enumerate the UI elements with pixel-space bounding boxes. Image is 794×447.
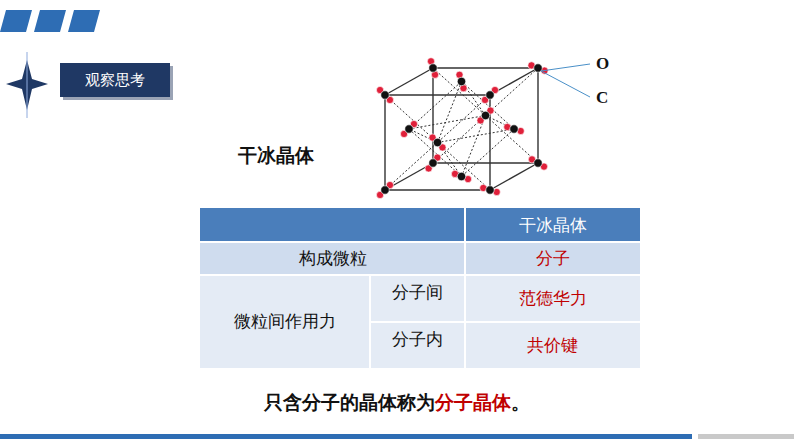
atom-label: C — [596, 88, 608, 108]
conclusion-line: 只含分子的晶体称为分子晶体。 — [0, 390, 794, 416]
dry-ice-crystal — [376, 58, 548, 199]
table-header: 干冰晶体 — [465, 208, 640, 242]
sentence-text: 只含分子的晶体称为 — [264, 391, 435, 413]
leader-lines — [541, 64, 590, 97]
crystal-name: 干冰晶体 — [238, 143, 314, 169]
table-cell: 范德华力 — [465, 275, 640, 322]
atom-label: O — [596, 54, 609, 74]
table-cell: 构成微粒 — [200, 242, 465, 275]
table-cell: 分子内 — [370, 322, 465, 356]
table-cell: 微粒间作用力 — [200, 275, 370, 368]
table-grid — [200, 208, 640, 368]
bottom-bar — [0, 434, 794, 439]
header-bars — [0, 10, 100, 32]
table-cell: 分子 — [465, 242, 640, 275]
table-cell: 分子间 — [370, 275, 465, 309]
section-tag: 观察思考 — [60, 63, 170, 97]
star-icon — [6, 52, 48, 118]
key-term: 分子晶体 — [435, 391, 511, 413]
sentence-text: 。 — [511, 391, 530, 413]
tag-text: 观察思考 — [85, 71, 145, 90]
table-cell: 共价键 — [465, 322, 640, 368]
